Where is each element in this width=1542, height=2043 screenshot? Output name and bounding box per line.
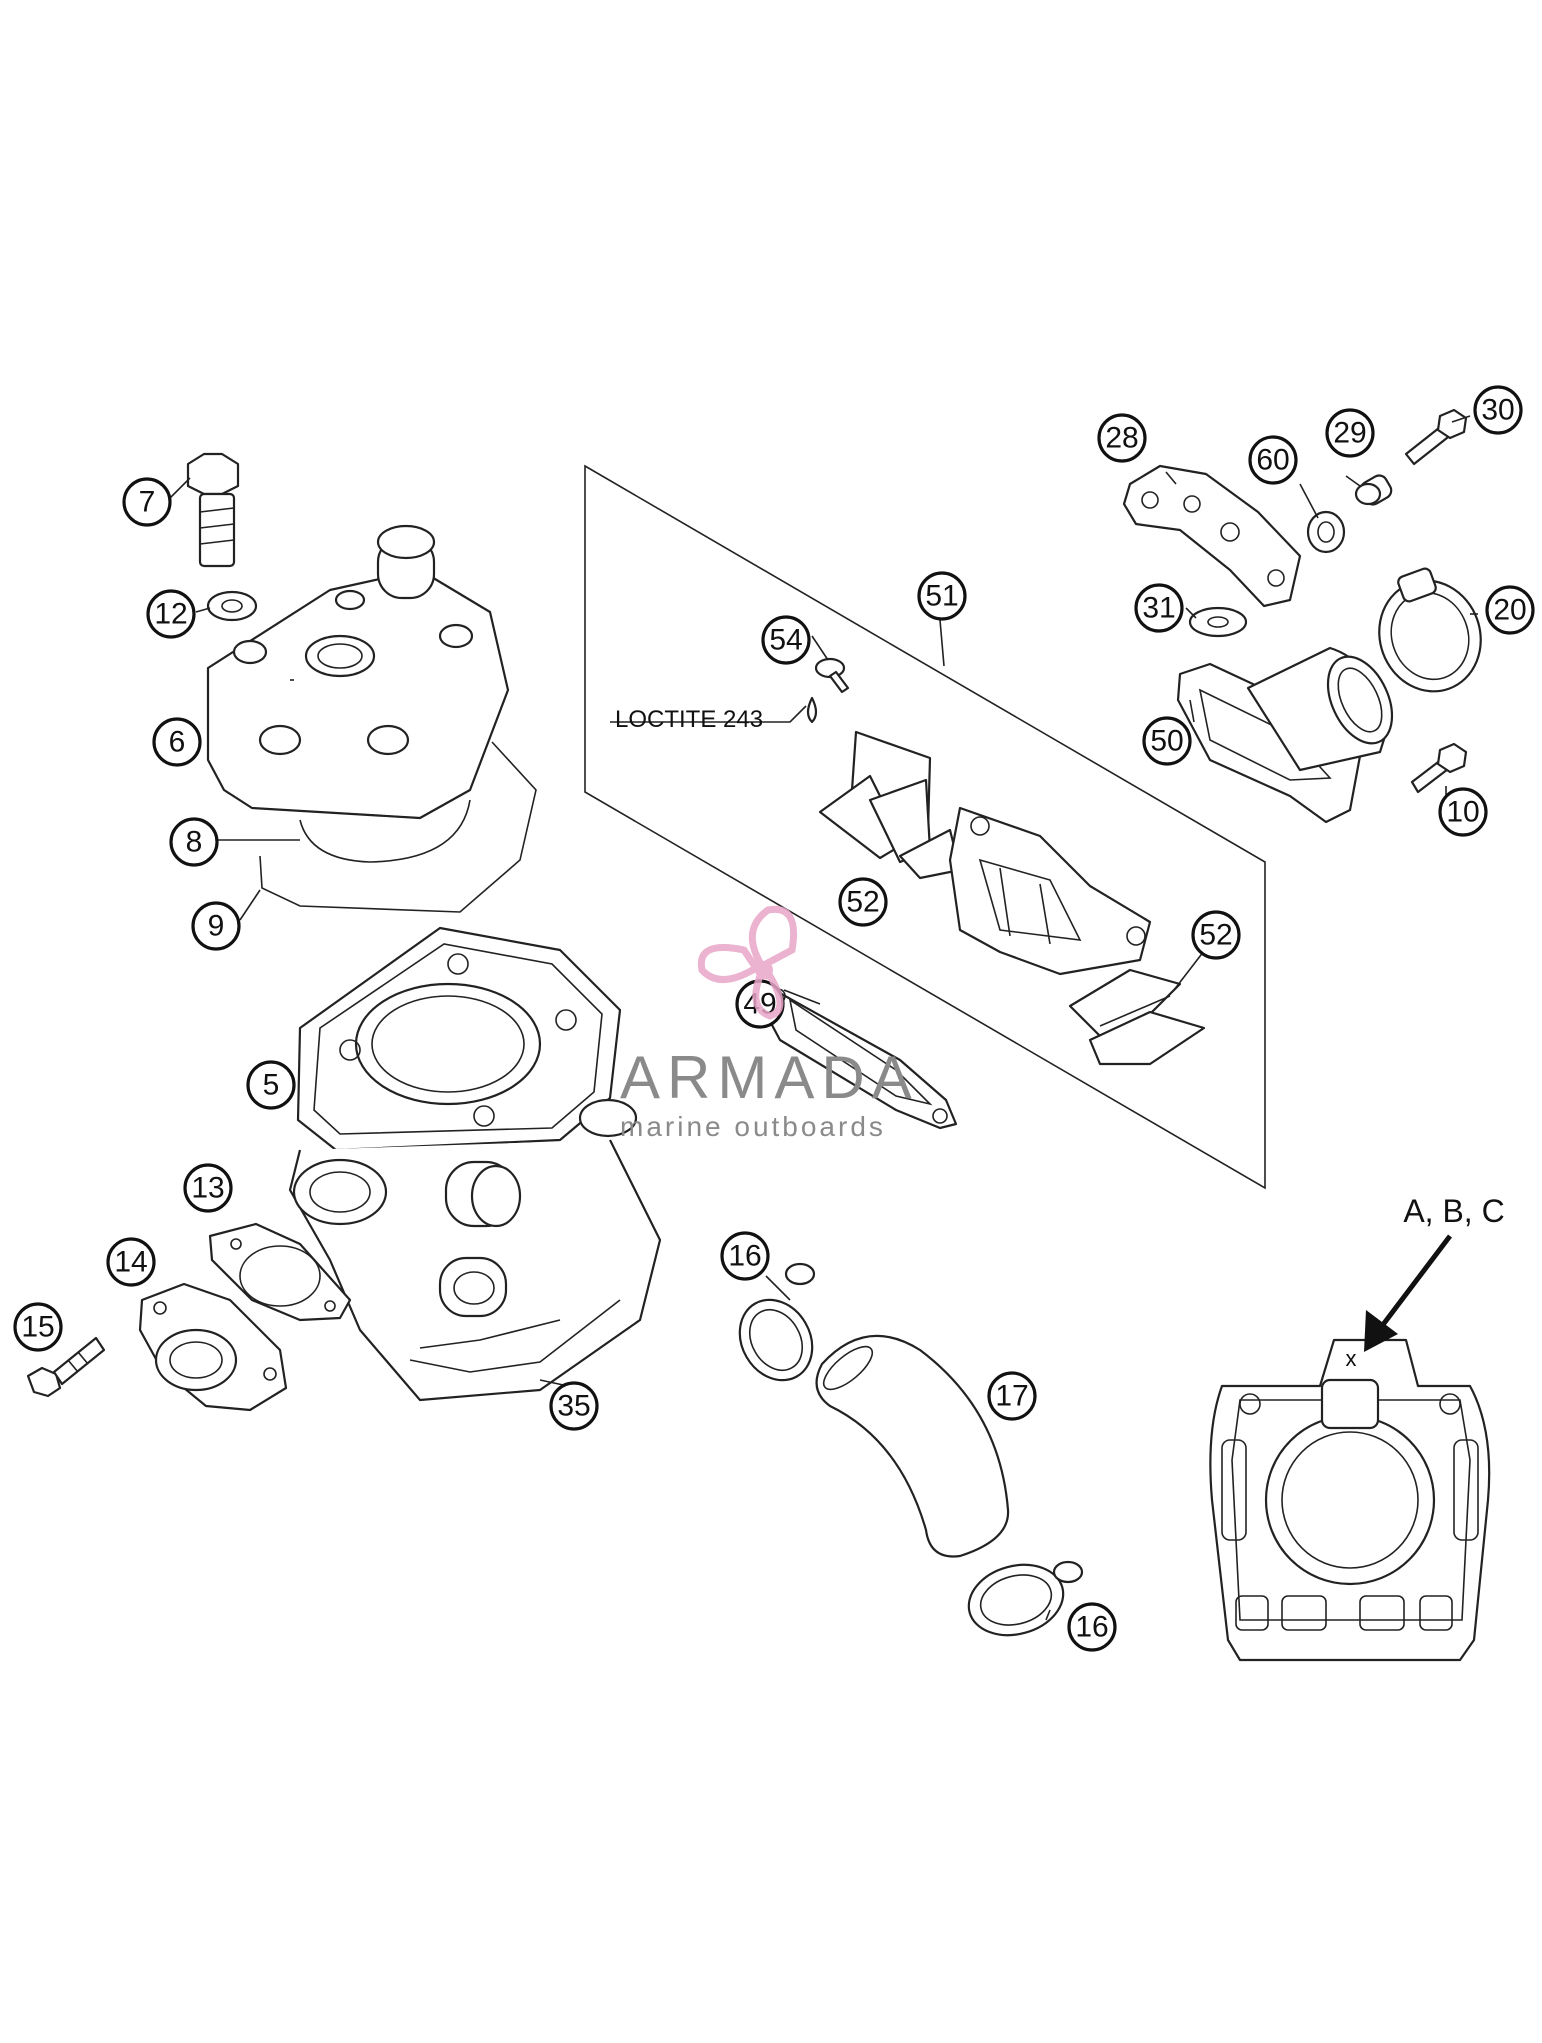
callout-label-9: 9 [208, 910, 225, 943]
callout-10: 10 [1438, 787, 1488, 837]
callout-12: 12 [146, 589, 196, 639]
watermark-tagline: marine outboards [620, 1111, 886, 1142]
hose-clamp-lower [967, 1560, 1084, 1637]
callout-label-29: 29 [1333, 417, 1366, 450]
callout-31: 31 [1134, 583, 1184, 633]
callout-60: 60 [1248, 435, 1298, 485]
callout-28: 28 [1097, 413, 1147, 463]
callout-label-16-upper: 16 [728, 1240, 761, 1273]
callout-label-52-right: 52 [1199, 919, 1232, 952]
callout-29: 29 [1325, 408, 1375, 458]
watermark-logo-icon [697, 905, 798, 1020]
intake-manifold [1176, 646, 1394, 824]
head-o-ring [299, 799, 471, 863]
callout-label-8: 8 [186, 826, 203, 859]
callout-16-upper: 16 [720, 1231, 770, 1281]
cylinder-head [206, 524, 510, 820]
callout-label-54: 54 [769, 624, 802, 657]
callout-6: 6 [152, 717, 202, 767]
callout-50: 50 [1142, 716, 1192, 766]
callout-13: 13 [183, 1163, 233, 1213]
marking-arrow [1364, 1234, 1452, 1352]
callout-label-17: 17 [995, 1380, 1028, 1413]
cylinder-marking-view [1209, 1338, 1491, 1662]
callout-label-16-lower: 16 [1075, 1611, 1108, 1644]
rubber-bushing [1306, 510, 1346, 554]
callout-label-10: 10 [1446, 796, 1479, 829]
callout-51: 51 [917, 571, 967, 621]
callout-label-5: 5 [263, 1069, 280, 1102]
head-gasket [259, 741, 537, 913]
callout-8: 8 [169, 817, 219, 867]
marking-x: x [1346, 1346, 1357, 1371]
callout-label-30: 30 [1481, 394, 1514, 427]
callout-label-12: 12 [154, 598, 187, 631]
callout-30: 30 [1473, 385, 1523, 435]
intake-clamp [1378, 567, 1482, 693]
callout-label-14: 14 [114, 1246, 147, 1279]
cylinder-head-bolt [186, 452, 240, 568]
callout-label-15: 15 [21, 1311, 54, 1344]
marking-position-label: A, B, C [1403, 1193, 1504, 1229]
callout-52-left: 52 [838, 877, 888, 927]
callout-label-51: 51 [925, 580, 958, 613]
reed-block [948, 806, 1152, 976]
manifold-bolt [1410, 742, 1468, 794]
watermark-brand: ARMADA [620, 1044, 919, 1111]
callout-52-right: 52 [1191, 910, 1241, 960]
head-washer [206, 590, 258, 622]
callout-35: 35 [549, 1381, 599, 1431]
coolant-hose [815, 1334, 1010, 1558]
callout-label-60: 60 [1256, 444, 1289, 477]
callout-54: 54 [761, 615, 811, 665]
loctite-note: LOCTITE 243 [615, 706, 763, 733]
callout-20: 20 [1485, 585, 1535, 635]
bracket-bolt [1404, 408, 1468, 466]
callout-label-31: 31 [1142, 592, 1175, 625]
callout-5: 5 [246, 1060, 296, 1110]
callout-label-50: 50 [1150, 725, 1183, 758]
washer-right [1188, 606, 1248, 638]
reed-screw [814, 657, 850, 694]
callout-15: 15 [13, 1302, 63, 1352]
reed-petals-left [818, 730, 962, 880]
reed-petals-right [1068, 968, 1206, 1066]
callout-label-35: 35 [557, 1390, 590, 1423]
exhaust-gasket [208, 1222, 352, 1322]
hose-clamp-upper [738, 1262, 816, 1382]
callout-label-13: 13 [191, 1172, 224, 1205]
callout-label-52-left: 52 [846, 886, 879, 919]
callout-label-6: 6 [169, 726, 186, 759]
callout-17: 17 [987, 1371, 1037, 1421]
callout-14: 14 [106, 1237, 156, 1287]
callout-label-20: 20 [1493, 594, 1526, 627]
callout-label-28: 28 [1105, 422, 1138, 455]
exhaust-flange [138, 1282, 288, 1412]
bracket [1122, 464, 1302, 608]
reed-valve-kit-frame [584, 464, 1266, 1190]
callout-16-lower: 16 [1067, 1602, 1117, 1652]
callout-label-7: 7 [139, 486, 156, 519]
loctite-drop-icon [806, 696, 818, 724]
flange-bolt [26, 1336, 106, 1398]
leader-lines [163, 415, 1478, 1621]
callout-9: 9 [191, 901, 241, 951]
spacer-sleeve [1354, 474, 1393, 506]
callout-7: 7 [122, 477, 172, 527]
cylinder [288, 926, 662, 1402]
